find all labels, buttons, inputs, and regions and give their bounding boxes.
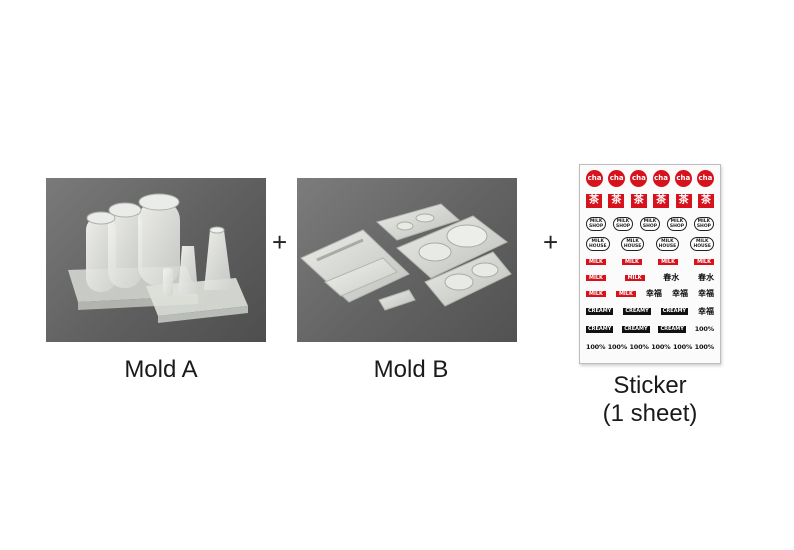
sticker-row-milk-red: MILK MILK MILK MILK: [586, 259, 714, 265]
percent-sticker: 100%: [629, 343, 649, 351]
mold-b-illustration: [300, 203, 512, 311]
cha-kanji-sticker: 茶: [653, 194, 670, 208]
cha-sticker: cha: [674, 170, 692, 187]
sticker-caption: Sticker (1 sheet): [565, 372, 735, 428]
milk-shop-sticker: MILK SHOP: [612, 217, 634, 231]
mold-b-photo: [297, 178, 517, 342]
milk-shop-sticker: MILK SHOP: [666, 217, 687, 231]
creamy-sticker: CREAMY: [586, 308, 614, 315]
cha-sticker: cha: [652, 170, 670, 187]
milk-house-sticker: MILK HOUSE: [620, 237, 645, 251]
mold-a-photo: [46, 178, 266, 342]
milk-house-sticker: MILK HOUSE: [690, 237, 714, 251]
plus-sign: +: [272, 227, 288, 257]
milk-shop-sticker: MILK SHOP: [639, 217, 661, 231]
milk-red-sticker: MILK: [586, 290, 606, 297]
percent-sticker: 100%: [694, 325, 714, 333]
sticker-row-milk-red-2: MILK MILK 春水 春水: [586, 273, 714, 282]
mold-a-illustration: [68, 193, 248, 323]
cha-kanji-sticker: 茶: [675, 194, 692, 208]
creamy-sticker: CREAMY: [622, 325, 650, 333]
cha-kanji-sticker: 茶: [630, 194, 647, 208]
cha-sticker: cha: [696, 170, 714, 187]
creamy-sticker: CREAMY: [623, 308, 651, 315]
percent-sticker: 100%: [586, 343, 606, 351]
cha-kanji-sticker: 茶: [697, 194, 714, 208]
milk-red-sticker: MILK: [586, 274, 606, 281]
cha-sticker: cha: [608, 170, 626, 187]
milk-house-sticker: MILK HOUSE: [655, 237, 680, 251]
milk-red-sticker: MILK: [658, 259, 678, 265]
creamy-sticker: CREAMY: [586, 325, 614, 333]
milk-red-sticker: MILK: [624, 274, 645, 281]
sticker-caption-line: Sticker: [613, 372, 687, 399]
kanji-sticker: 幸福: [697, 307, 714, 316]
cha-kanji-sticker: 茶: [608, 194, 625, 208]
sticker-row-creamy: CREAMY CREAMY CREAMY 幸福: [586, 307, 714, 316]
cha-sticker: cha: [630, 170, 648, 187]
milk-red-sticker: MILK: [694, 259, 714, 265]
sticker-row-milk-house: MILK HOUSE MILK HOUSE MILK HOUSE MILK HO…: [586, 237, 714, 251]
creamy-sticker: CREAMY: [660, 308, 689, 315]
sticker-sheet: cha cha cha cha cha cha 茶 茶 茶 茶 茶 茶 MILK…: [579, 164, 721, 364]
sticker-row-creamy-2: CREAMY CREAMY CREAMY 100%: [586, 325, 714, 333]
creamy-sticker: CREAMY: [658, 325, 686, 333]
sticker-row-milk-kanji: MILK MILK 幸福 幸福 幸福: [586, 289, 714, 298]
percent-sticker: 100%: [651, 343, 671, 351]
kanji-sticker: 幸福: [671, 289, 688, 298]
milk-house-sticker: MILK HOUSE: [586, 237, 610, 251]
milk-red-sticker: MILK: [586, 259, 606, 265]
mold-b-caption: Mold B: [373, 356, 449, 383]
milk-shop-sticker: MILK SHOP: [586, 217, 607, 231]
percent-sticker: 100%: [694, 343, 714, 351]
sticker-row-kanji: 茶 茶 茶 茶 茶 茶: [586, 194, 714, 208]
kanji-sticker: 幸福: [698, 289, 714, 298]
milk-shop-sticker: MILK SHOP: [693, 217, 714, 231]
kanji-sticker: 幸福: [645, 289, 662, 298]
sticker-row-cha: cha cha cha cha cha cha: [586, 170, 714, 187]
sticker-row-milk-shop: MILK SHOP MILK SHOP MILK SHOP MILK SHOP …: [586, 217, 714, 231]
sticker-caption-line: (1 sheet): [602, 400, 698, 427]
cha-kanji-sticker: 茶: [586, 194, 602, 208]
mold-a-caption: Mold A: [124, 356, 198, 383]
sticker-row-percent: 100% 100% 100% 100% 100% 100%: [586, 343, 714, 351]
kanji-sticker: 春水: [697, 273, 714, 282]
percent-sticker: 100%: [607, 343, 628, 351]
plus-sign: +: [543, 227, 559, 257]
kanji-sticker: 春水: [663, 273, 680, 282]
milk-red-sticker: MILK: [615, 290, 636, 297]
cha-sticker: cha: [586, 170, 603, 187]
percent-sticker: 100%: [672, 343, 693, 351]
milk-red-sticker: MILK: [622, 259, 642, 265]
